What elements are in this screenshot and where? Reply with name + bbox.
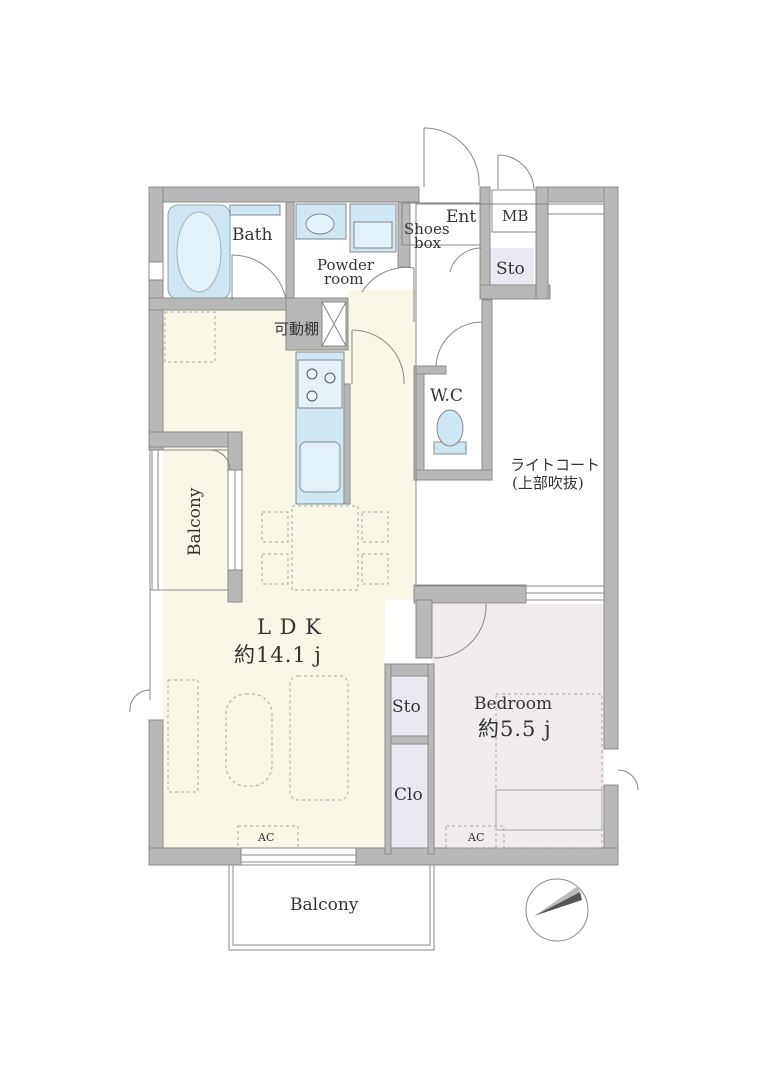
label-sto-mid: Sto bbox=[392, 697, 421, 717]
entrance-door-swing bbox=[423, 127, 480, 187]
label-mb: MB bbox=[502, 207, 528, 225]
north-compass-icon bbox=[525, 878, 589, 942]
wall-right-upper bbox=[603, 186, 619, 750]
balcony-side-outline bbox=[149, 449, 229, 591]
label-shoes-1: Shoes bbox=[404, 220, 450, 238]
wall-wc-top bbox=[413, 365, 447, 375]
mb-door-swing bbox=[497, 154, 535, 190]
label-bedroom-1: Bedroom bbox=[474, 694, 552, 714]
light-court-inner bbox=[547, 203, 605, 215]
label-ac-ldk: AC bbox=[257, 831, 274, 844]
bath-shelf bbox=[229, 204, 281, 216]
labels: Bath Powder room Shoes box Ent MB Sto 可動… bbox=[185, 207, 600, 915]
wall-balcony-recess-top bbox=[148, 431, 230, 448]
label-shelf: 可動棚 bbox=[274, 320, 319, 338]
sto-mid-floor bbox=[389, 676, 429, 738]
wall-top-left bbox=[148, 186, 420, 203]
bathtub-basin bbox=[176, 211, 222, 293]
wall-wc-right bbox=[481, 299, 493, 481]
dining-set bbox=[261, 505, 389, 591]
hallway-floor bbox=[348, 290, 416, 600]
ldk-floor-lower bbox=[163, 600, 385, 848]
label-ldk-1: L D K bbox=[257, 615, 322, 639]
sto-top-floor bbox=[485, 248, 534, 288]
label-lightcourt-2: (上部吹抜) bbox=[512, 474, 584, 492]
windows bbox=[148, 261, 605, 863]
label-ent: Ent bbox=[446, 207, 476, 227]
label-bedroom-2: 約5.5 j bbox=[478, 717, 552, 741]
wall-bottom-mid bbox=[355, 847, 619, 866]
wall-sto-top bbox=[384, 663, 432, 677]
clo-floor bbox=[389, 742, 429, 848]
balcony-bottom-railing bbox=[232, 864, 431, 946]
light-court bbox=[415, 203, 605, 587]
bedroom-door-swing bbox=[433, 603, 487, 659]
toilet-bowl bbox=[436, 409, 464, 447]
wall-left-lower bbox=[148, 719, 164, 866]
wall-sto-clo bbox=[384, 735, 432, 745]
ldk-side-door-swing bbox=[129, 689, 151, 713]
wall-bath-powder bbox=[285, 201, 295, 299]
label-wc: W.C bbox=[430, 386, 463, 406]
hall-door-swing bbox=[351, 329, 405, 385]
fridge-space bbox=[164, 311, 216, 363]
powder-door-swing bbox=[361, 266, 415, 293]
bed bbox=[445, 693, 603, 849]
label-ac-bed: AC bbox=[467, 831, 484, 844]
bedroom-desk bbox=[495, 789, 603, 831]
wc-door-swing bbox=[435, 321, 483, 367]
label-powder-2: room bbox=[324, 270, 363, 288]
wall-mb-right bbox=[535, 186, 549, 300]
outdoor bbox=[149, 203, 605, 951]
wall-clo-left bbox=[384, 663, 392, 855]
wall-wc-bottom bbox=[413, 469, 493, 481]
bedroom-floor bbox=[432, 604, 604, 848]
mb-box bbox=[491, 189, 537, 233]
wall-sto-bottom bbox=[479, 284, 551, 300]
label-powder-1: Powder bbox=[317, 256, 375, 274]
kitchen-sink bbox=[299, 441, 341, 493]
living-set bbox=[167, 675, 349, 849]
wall-ent-right bbox=[479, 186, 491, 286]
sto-top-door-swing bbox=[449, 247, 483, 273]
floors bbox=[163, 204, 604, 848]
wall-clo-right bbox=[427, 663, 435, 855]
stove bbox=[297, 359, 343, 409]
label-balcony-bottom: Balcony bbox=[290, 895, 359, 915]
wall-hall-left bbox=[343, 383, 351, 505]
label-shoes-2: box bbox=[414, 234, 442, 252]
label-clo: Clo bbox=[394, 785, 423, 805]
label-sto-top: Sto bbox=[496, 259, 525, 279]
label-balcony-side: Balcony bbox=[185, 487, 205, 556]
wall-left-upper bbox=[148, 186, 164, 263]
wall-bottom-left bbox=[148, 847, 242, 866]
wall-bedroom-left bbox=[415, 599, 433, 659]
label-lightcourt-1: ライトコート bbox=[510, 456, 600, 474]
window-bath bbox=[148, 261, 164, 281]
shoes-box bbox=[401, 202, 481, 246]
bedroom-side-door-swing bbox=[617, 769, 639, 791]
label-ldk-2: 約14.1 j bbox=[234, 643, 322, 667]
bath-door-swing bbox=[231, 254, 287, 301]
balcony-side-railing bbox=[151, 449, 159, 591]
label-bath: Bath bbox=[232, 225, 272, 245]
